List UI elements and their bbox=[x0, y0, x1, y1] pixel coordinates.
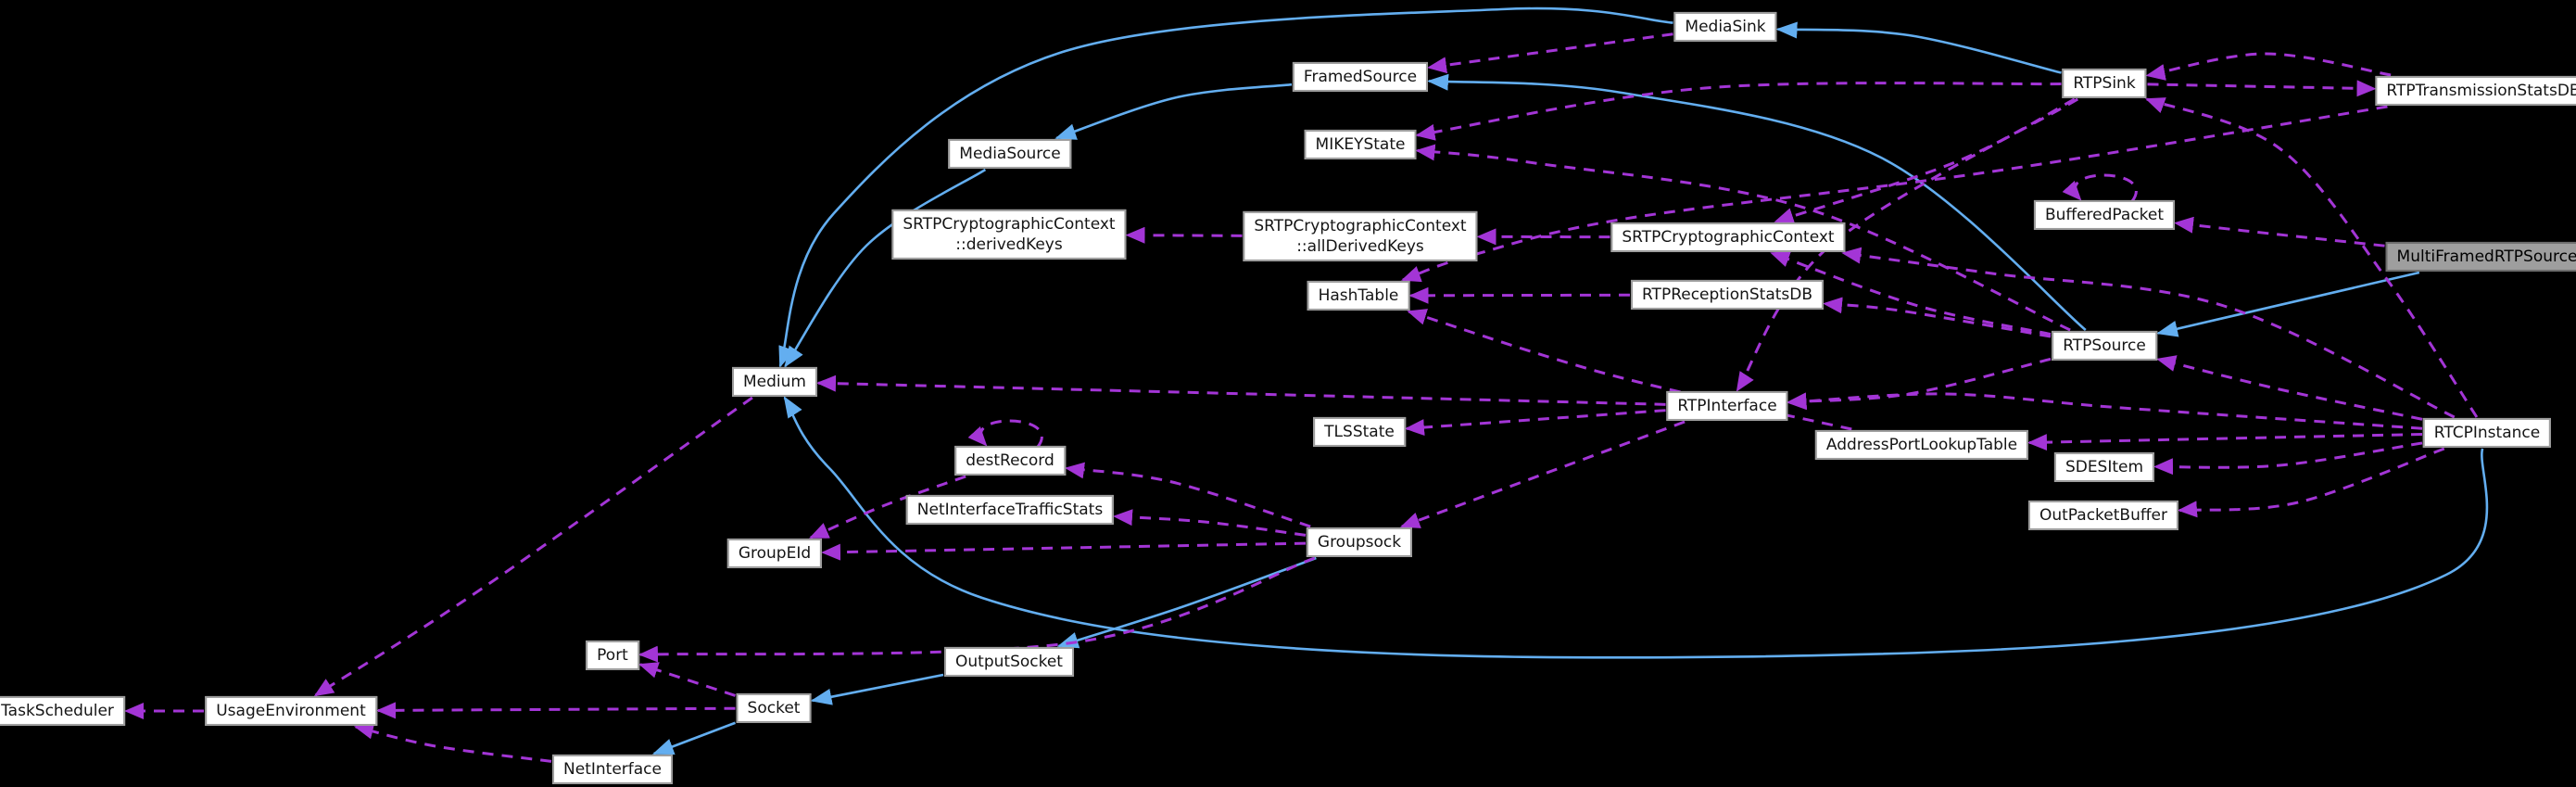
node-mediasink[interactable]: MediaSink bbox=[1673, 11, 1777, 43]
edge-rtpinterface-to-tlsstate bbox=[1405, 409, 1666, 437]
node-rtptransmissionstatsdb[interactable]: RTPTransmissionStatsDB bbox=[2375, 75, 2576, 107]
edge-mediasource-to-medium bbox=[784, 168, 987, 368]
edge-rtcpinstance-to-sdesitem bbox=[2153, 441, 2423, 476]
edge-rtcpinstance-to-rtpinterface bbox=[1787, 392, 2423, 430]
node-srtpderivedkeys[interactable]: SRTPCryptographicContext ::derivedKeys bbox=[891, 209, 1127, 260]
edge-groupsock-to-groupeid bbox=[821, 541, 1307, 561]
edge-srtpallderivedkeys-to-srtpderivedkeys bbox=[1125, 226, 1243, 244]
node-medium[interactable]: Medium bbox=[732, 366, 817, 398]
node-rtpsink[interactable]: RTPSink bbox=[2062, 68, 2147, 99]
node-framedsource[interactable]: FramedSource bbox=[1292, 61, 1429, 93]
edge-rtpsink-to-rtptransmissionstatsdb bbox=[2147, 80, 2377, 97]
node-netinterface[interactable]: NetInterface bbox=[552, 754, 673, 785]
node-outputsocket[interactable]: OutputSocket bbox=[944, 646, 1074, 678]
node-srtpallderivedkeys[interactable]: SRTPCryptographicContext ::allDerivedKey… bbox=[1243, 210, 1478, 262]
edge-groupsock-to-port bbox=[638, 556, 1316, 663]
edge-rtcpinstance-to-outpacketbuffer bbox=[2178, 447, 2445, 518]
node-groupsock[interactable]: Groupsock bbox=[1306, 527, 1413, 558]
edge-destrecord-to-groupeid bbox=[809, 475, 966, 539]
node-usageenvironment[interactable]: UsageEnvironment bbox=[205, 695, 377, 727]
edge-rtpsink-to-mikeystate bbox=[1415, 82, 2062, 141]
edge-rtcpinstance-to-rtpsource bbox=[2156, 355, 2423, 421]
edge-socket-to-usageenvironment bbox=[376, 702, 736, 719]
node-multiframedrtpsource: MultiFramedRTPSource bbox=[2385, 241, 2576, 273]
node-mikeystate[interactable]: MIKEYState bbox=[1304, 129, 1417, 160]
edge-rtcpinstance-to-addressportlookuptable bbox=[2027, 432, 2423, 451]
edge-outputsocket-to-socket bbox=[810, 673, 944, 705]
node-socket[interactable]: Socket bbox=[736, 692, 812, 724]
edge-destrecord-to-destrecord bbox=[967, 419, 1043, 448]
edge-mediasink-to-framedsource bbox=[1427, 32, 1673, 74]
edge-rtpsink-to-srtpcryptographiccontext bbox=[1774, 97, 2076, 224]
edge-rtpsource-to-rtpreceptionstatsdb bbox=[1823, 297, 2052, 338]
edge-groupsock-to-destrecord bbox=[1065, 462, 1311, 528]
edge-rtcpinstance-to-medium bbox=[783, 396, 2489, 659]
node-sdesitem[interactable]: SDESItem bbox=[2053, 451, 2155, 483]
edge-groupsock-to-netinterfacetrafficstats bbox=[1113, 509, 1307, 537]
node-srtpcryptographiccontext[interactable]: SRTPCryptographicContext bbox=[1610, 222, 1846, 253]
node-addressportlookuptable[interactable]: AddressPortLookupTable bbox=[1814, 429, 2029, 461]
node-rtpsource[interactable]: RTPSource bbox=[2052, 330, 2157, 362]
node-bufferedpacket[interactable]: BufferedPacket bbox=[2033, 199, 2176, 231]
edge-rtpreceptionstatsdb-to-hashtable bbox=[1408, 286, 1631, 304]
edge-multiframedrtpsource-to-rtpsource bbox=[2156, 271, 2420, 337]
edge-rtcpinstance-to-rtpsink bbox=[2145, 97, 2479, 418]
edge-rtcpinstance-to-srtpcryptographiccontext bbox=[1841, 247, 2456, 419]
edge-rtpsink-to-mediasink bbox=[1775, 21, 2062, 74]
edge-bufferedpacket-to-bufferedpacket bbox=[2062, 173, 2138, 202]
node-taskscheduler[interactable]: TaskScheduler bbox=[0, 695, 125, 727]
node-groupeid[interactable]: GroupEId bbox=[726, 538, 823, 569]
edge-socket-to-port bbox=[638, 662, 736, 697]
edge-mediasink-to-medium bbox=[778, 6, 1673, 368]
edge-socket-to-netinterface bbox=[651, 721, 736, 755]
node-port[interactable]: Port bbox=[586, 640, 639, 671]
node-tlsstate[interactable]: TLSState bbox=[1313, 416, 1406, 448]
edge-multiframedrtpsource-to-bufferedpacket bbox=[2174, 216, 2385, 248]
edge-framedsource-to-mediasource bbox=[1054, 83, 1293, 140]
edge-rtpsource-to-rtpinterface bbox=[1787, 357, 2052, 410]
edge-medium-to-usageenvironment bbox=[313, 396, 753, 697]
node-netinterfacetrafficstats[interactable]: NetInterfaceTrafficStats bbox=[905, 494, 1115, 526]
edge-rtpsource-to-framedsource bbox=[1427, 73, 2087, 331]
edge-rtptransmissionstatsdb-to-hashtable bbox=[1401, 105, 2388, 283]
edge-rtpsource-to-srtpcryptographiccontext bbox=[1770, 250, 2052, 336]
edge-groupsock-to-outputsocket bbox=[1056, 556, 1317, 649]
edge-rtpinterface-to-groupsock bbox=[1400, 420, 1686, 528]
node-rtpinterface[interactable]: RTPInterface bbox=[1666, 390, 1788, 422]
node-mediasource[interactable]: MediaSource bbox=[948, 138, 1072, 170]
node-rtpreceptionstatsdb[interactable]: RTPReceptionStatsDB bbox=[1630, 279, 1825, 311]
node-outpacketbuffer[interactable]: OutPacketBuffer bbox=[2027, 500, 2179, 531]
edge-rtptransmissionstatsdb-to-rtpsink bbox=[2145, 52, 2392, 81]
node-hashtable[interactable]: HashTable bbox=[1307, 280, 1410, 311]
edge-rtpsource-to-mikeystate bbox=[1415, 144, 2071, 332]
node-destrecord[interactable]: destRecord bbox=[954, 445, 1066, 476]
edge-rtpinterface-to-medium bbox=[816, 374, 1666, 406]
node-rtcpinstance[interactable]: RTCPInstance bbox=[2422, 417, 2552, 449]
edge-netinterface-to-usageenvironment bbox=[353, 722, 552, 763]
